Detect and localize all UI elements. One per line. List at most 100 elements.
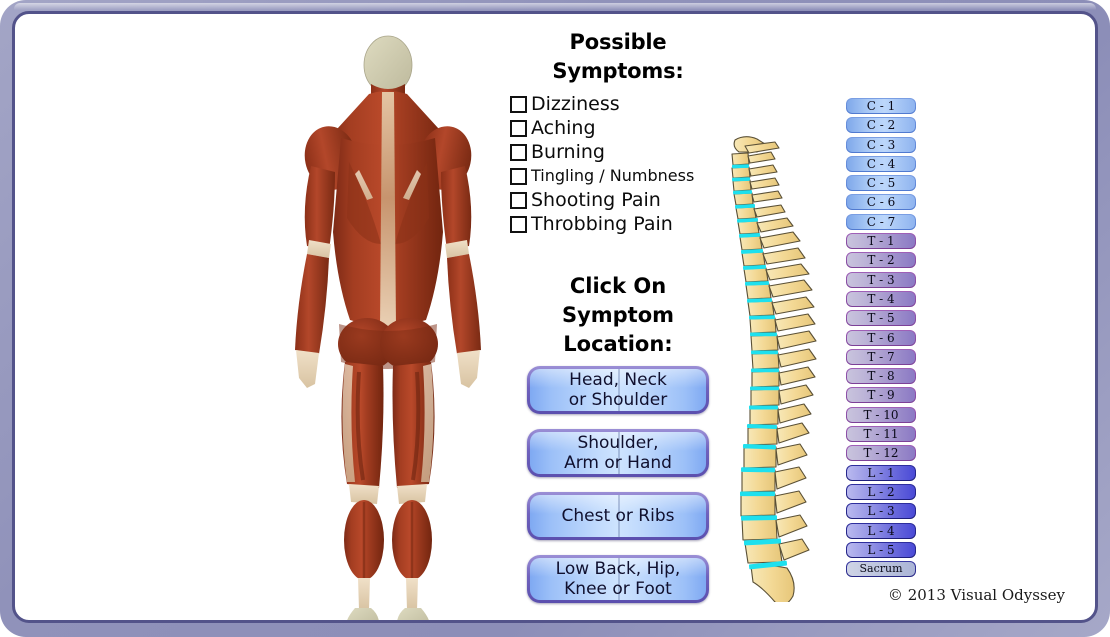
vertebra-button-face: T - 9	[847, 388, 915, 403]
vertebra-label: C - 5	[866, 176, 896, 191]
vertebra-button-t12[interactable]: T - 12	[846, 445, 916, 462]
symptom-checkbox[interactable]	[510, 167, 527, 185]
symptom-label: Dizziness	[531, 93, 620, 115]
vertebra-button-c2[interactable]: C - 2	[846, 117, 916, 134]
vertebra-button-face: C - 2	[847, 118, 915, 133]
location-button-label-line1: Shoulder,	[577, 433, 659, 453]
vertebra-button-t8[interactable]: T - 8	[846, 368, 916, 385]
vertebra-button-face: C - 4	[847, 156, 915, 171]
location-button-label-line1: Head, Neck	[569, 370, 667, 390]
possible-symptoms-title-line2: Symptoms:	[552, 59, 684, 83]
vertebra-button-c1[interactable]: C - 1	[846, 98, 916, 114]
vertebra-label: L - 1	[867, 465, 895, 480]
vertebra-label: C - 2	[866, 118, 896, 133]
vertebra-label: L - 5	[867, 542, 895, 557]
vertebra-label: T - 2	[867, 253, 895, 268]
location-button-low-back-hip-knee-foot[interactable]: Low Back, Hip,Knee or Foot	[527, 555, 709, 603]
symptom-row[interactable]: Shooting Pain	[510, 188, 729, 212]
vertebra-button-t6[interactable]: T - 6	[846, 329, 916, 346]
location-button-label: Low Back, Hip,Knee or Foot	[556, 559, 681, 599]
location-button-label: Shoulder,Arm or Hand	[564, 433, 672, 473]
vertebra-button-face: T - 11	[847, 427, 915, 442]
symptom-label: Shooting Pain	[531, 189, 661, 211]
vertebra-label: C - 1	[866, 99, 896, 113]
vertebra-level-list: C - 1 C - 2 C - 3 C - 4 C - 5 C - 6 C - 7 T - 1…	[846, 98, 916, 580]
vertebra-button-t9[interactable]: T - 9	[846, 387, 916, 404]
vertebra-button-l2[interactable]: L - 2	[846, 483, 916, 500]
vertebra-button-face: T - 5	[847, 311, 915, 326]
symptom-checkbox[interactable]	[510, 143, 527, 161]
vertebra-button-sacrum[interactable]: Sacrum	[846, 561, 916, 578]
vertebra-label: Sacrum	[859, 562, 903, 576]
location-button-chest-ribs[interactable]: Chest or Ribs	[527, 492, 709, 540]
symptom-checkbox[interactable]	[510, 119, 527, 137]
vertebra-button-t3[interactable]: T - 3	[846, 271, 916, 288]
vertebra-button-face: C - 3	[847, 137, 915, 152]
location-button-label-line1: Low Back, Hip,	[555, 559, 681, 579]
location-button-face: Low Back, Hip,Knee or Foot	[530, 558, 706, 600]
possible-symptoms-title-line1: Possible	[569, 30, 667, 54]
vertebra-button-t2[interactable]: T - 2	[846, 252, 916, 269]
location-button-shoulder-arm-hand[interactable]: Shoulder,Arm or Hand	[527, 429, 709, 477]
vertebra-button-face: L - 5	[847, 542, 915, 557]
symptom-checkbox[interactable]	[510, 95, 527, 113]
vertebra-button-face: T - 12	[847, 446, 915, 461]
vertebra-button-face: T - 4	[847, 291, 915, 306]
symptom-checkbox[interactable]	[510, 191, 527, 209]
vertebra-button-t4[interactable]: T - 4	[846, 290, 916, 307]
spine-illustration-svg	[731, 136, 817, 602]
symptom-checkbox[interactable]	[510, 215, 527, 233]
symptom-row[interactable]: Burning	[510, 140, 729, 164]
vertebra-button-c4[interactable]: C - 4	[846, 155, 916, 172]
vertebra-label: T - 9	[867, 388, 895, 403]
vertebra-button-face: L - 2	[847, 484, 915, 499]
vertebra-button-face: T - 2	[847, 253, 915, 268]
vertebra-button-c6[interactable]: C - 6	[846, 194, 916, 211]
vertebra-button-l3[interactable]: L - 3	[846, 503, 916, 520]
vertebra-button-t7[interactable]: T - 7	[846, 348, 916, 365]
vertebra-label: T - 1	[867, 234, 895, 249]
anatomy-figure[interactable]	[263, 32, 513, 620]
vertebra-label: C - 7	[866, 214, 896, 229]
location-button-label-line2: or Shoulder	[568, 390, 668, 410]
symptom-row[interactable]: Dizziness	[510, 92, 729, 116]
vertebra-button-c3[interactable]: C - 3	[846, 136, 916, 153]
location-button-label-line1: Chest or Ribs	[561, 506, 675, 526]
spine-illustration[interactable]	[705, 132, 855, 602]
click-heading-line2: Symptom	[561, 303, 675, 327]
symptom-row[interactable]: Tingling / Numbness	[510, 164, 729, 188]
vertebra-button-face: C - 6	[847, 195, 915, 210]
symptom-label: Throbbing Pain	[531, 213, 673, 235]
vertebra-button-t11[interactable]: T - 11	[846, 426, 916, 443]
vertebra-button-c7[interactable]: C - 7	[846, 213, 916, 230]
vertebra-button-face: Sacrum	[847, 562, 915, 577]
vertebra-label: T - 4	[867, 291, 895, 306]
vertebra-label: C - 6	[866, 195, 896, 210]
vertebra-button-t1[interactable]: T - 1	[846, 233, 916, 250]
vertebra-button-l4[interactable]: L - 4	[846, 522, 916, 539]
vertebra-button-face: T - 3	[847, 272, 915, 287]
symptom-row[interactable]: Throbbing Pain	[510, 212, 729, 236]
vertebra-button-l5[interactable]: L - 5	[846, 541, 916, 558]
vertebra-button-t10[interactable]: T - 10	[846, 406, 916, 423]
location-button-label-line2: Knee or Foot	[564, 579, 672, 599]
vertebra-button-face: T - 6	[847, 330, 915, 345]
vertebra-label: T - 3	[867, 272, 895, 287]
vertebra-button-face: L - 1	[847, 465, 915, 480]
vertebra-button-c5[interactable]: C - 5	[846, 175, 916, 192]
vertebra-button-face: C - 1	[847, 99, 915, 113]
vertebra-label: T - 5	[867, 311, 895, 326]
vertebra-button-face: T - 10	[847, 407, 915, 422]
vertebra-button-l1[interactable]: L - 1	[846, 464, 916, 481]
vertebra-button-t5[interactable]: T - 5	[846, 310, 916, 327]
vertebra-label: C - 4	[866, 156, 896, 171]
vertebra-label: T - 12	[863, 446, 899, 461]
vertebra-label: T - 7	[867, 349, 895, 364]
vertebra-button-face: T - 8	[847, 369, 915, 384]
symptom-row[interactable]: Aching	[510, 116, 729, 140]
